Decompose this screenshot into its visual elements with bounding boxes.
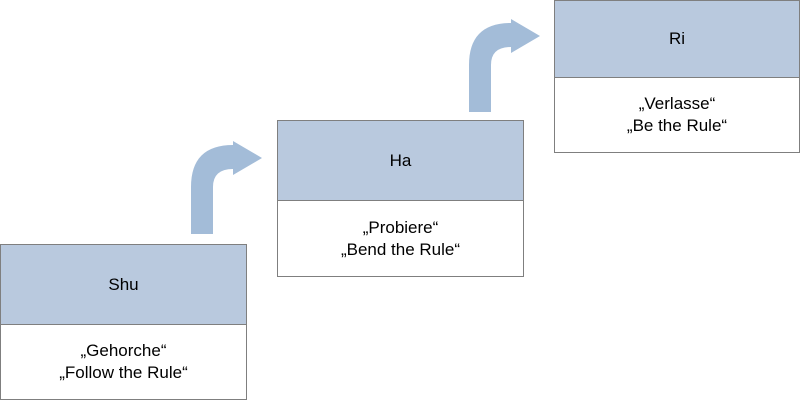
stage-description: „Verlasse“ „Be the Rule“ — [555, 78, 799, 152]
stage-shu-box: Shu „Gehorche“ „Follow the Rule“ — [0, 244, 247, 400]
curved-arrow-icon — [469, 19, 540, 112]
stage-german-text: „Probiere“ — [362, 217, 439, 237]
stage-header: Ha — [278, 121, 523, 201]
curved-arrow-icon — [191, 141, 262, 234]
stage-english-text: „Bend the Rule“ — [340, 239, 461, 259]
stage-german-text: „Gehorche“ — [80, 341, 167, 360]
stage-header: Shu — [1, 245, 246, 325]
stage-english-text: „Be the Rule“ — [626, 116, 728, 135]
stage-german-text: „Verlasse“ — [638, 94, 716, 113]
stage-title: Shu — [108, 274, 139, 294]
stage-english-text: „Follow the Rule“ — [59, 363, 188, 382]
stage-title: Ha — [389, 150, 412, 170]
stage-header: Ri — [555, 1, 799, 78]
stage-description: „Gehorche“ „Follow the Rule“ — [1, 325, 246, 399]
arrow-shape — [191, 141, 262, 234]
stage-description: „Probiere“ „Bend the Rule“ — [278, 201, 523, 276]
stage-ri-box: Ri „Verlasse“ „Be the Rule“ — [554, 0, 800, 153]
stage-title: Ri — [668, 29, 686, 48]
arrow-shape — [469, 19, 540, 112]
stage-ha-box: Ha „Probiere“ „Bend the Rule“ — [277, 120, 524, 277]
